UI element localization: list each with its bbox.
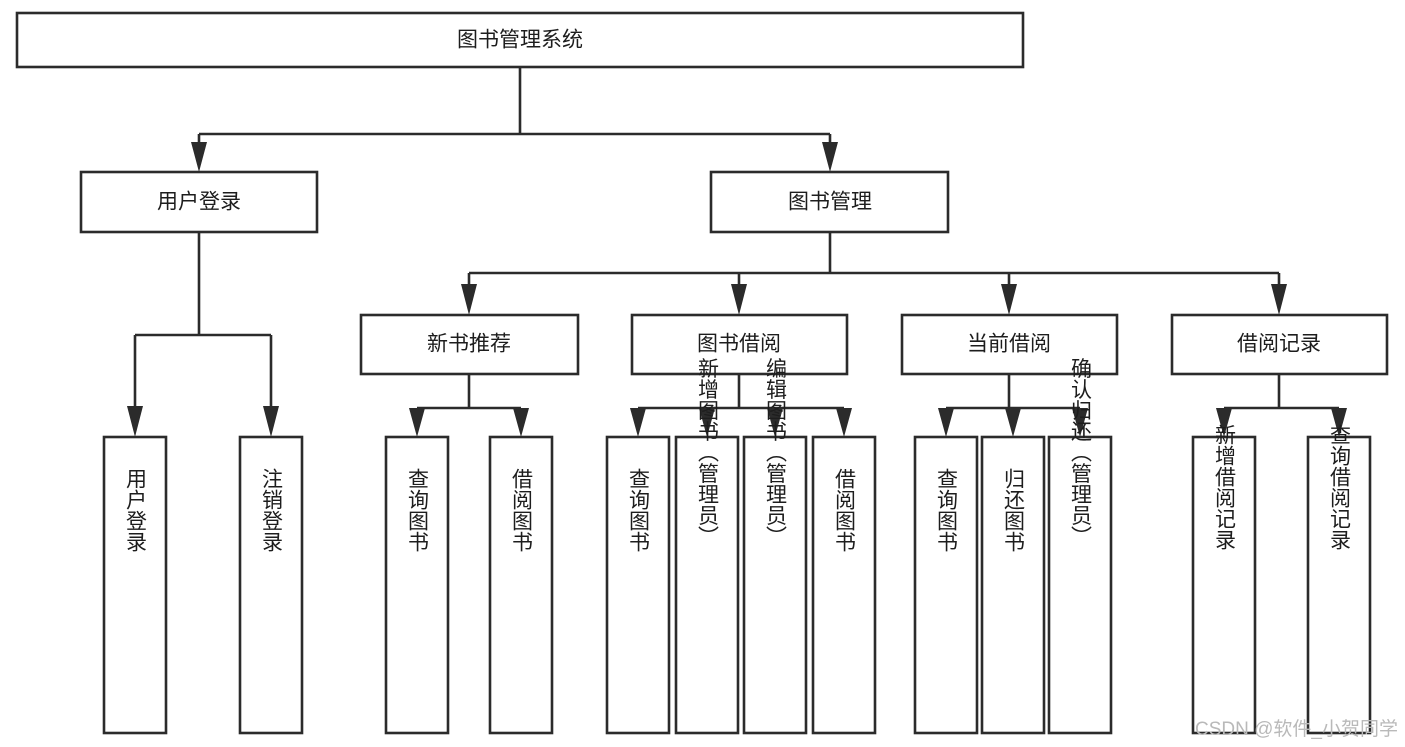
node-leaf-query-book-1-box[interactable] xyxy=(384,435,450,735)
node-leaf-edit-book-box[interactable] xyxy=(742,435,808,735)
node-new-book-recommend-box[interactable] xyxy=(359,313,580,376)
node-leaf-query-book-2[interactable]: 查询图书 xyxy=(605,435,671,735)
arrowhead-user-login xyxy=(191,142,207,172)
node-leaf-add-record[interactable]: 新增借阅记录 xyxy=(1191,424,1257,735)
node-book-borrow-box[interactable] xyxy=(630,313,849,376)
node-leaf-query-book-1[interactable]: 查询图书 xyxy=(384,435,450,735)
arrowhead-leaf-confirm-return xyxy=(1072,408,1088,437)
node-leaf-borrow-book-1-box[interactable] xyxy=(488,435,554,735)
arrowhead-leaf-edit-book xyxy=(767,408,783,437)
node-leaf-user-login[interactable]: 用户登录 xyxy=(102,435,168,735)
arrowhead-book-borrow xyxy=(731,284,747,315)
node-leaf-add-book[interactable]: 新增图书（管理员） xyxy=(674,358,740,735)
node-leaf-query-book-3-label: 查询图书 xyxy=(935,468,959,552)
node-borrow-record[interactable]: 借阅记录 xyxy=(1170,313,1389,376)
node-book-manage[interactable]: 图书管理 xyxy=(709,170,950,234)
node-new-book-recommend-label: 新书推荐 xyxy=(427,333,511,356)
node-leaf-borrow-book-1[interactable]: 借阅图书 xyxy=(488,435,554,735)
node-user-login-label: 用户登录 xyxy=(157,191,241,214)
node-current-borrow-label: 当前借阅 xyxy=(967,333,1051,356)
node-root[interactable]: 图书管理系统 xyxy=(15,11,1025,69)
node-current-borrow[interactable]: 当前借阅 xyxy=(900,313,1119,376)
arrowhead-leaf-user-logout xyxy=(263,406,279,437)
arrowhead-leaf-borrow-book-1 xyxy=(513,408,529,437)
watermark: CSDN @软件_小贺同学 xyxy=(1195,718,1398,740)
node-user-login-box[interactable] xyxy=(79,170,319,234)
node-leaf-query-record-box[interactable] xyxy=(1306,435,1372,735)
node-leaf-add-book-label: 新增图书（管理员） xyxy=(696,358,720,547)
node-leaf-query-book-3[interactable]: 查询图书 xyxy=(913,435,979,735)
node-leaf-return-book-label: 归还图书 xyxy=(1002,468,1026,552)
node-leaf-user-logout[interactable]: 注销登录 xyxy=(238,435,304,735)
arrowhead-current-borrow xyxy=(1001,284,1017,315)
node-leaf-edit-book-label: 编辑图书（管理员） xyxy=(764,358,788,547)
arrowhead-book-manage xyxy=(822,142,838,172)
arrowhead-new-book-recommend xyxy=(461,284,477,315)
node-leaf-add-book-box[interactable] xyxy=(674,435,740,735)
arrowhead-leaf-borrow-book-2 xyxy=(836,408,852,437)
node-leaf-query-record[interactable]: 查询借阅记录 xyxy=(1306,424,1372,735)
arrowhead-leaf-query-record xyxy=(1331,408,1347,437)
arrowhead-leaf-add-book xyxy=(699,408,715,437)
node-leaf-borrow-book-2-label: 借阅图书 xyxy=(833,468,857,552)
node-leaf-add-record-box[interactable] xyxy=(1191,435,1257,735)
arrowhead-leaf-return-book xyxy=(1005,408,1021,437)
node-borrow-record-box[interactable] xyxy=(1170,313,1389,376)
node-leaf-query-book-1-label: 查询图书 xyxy=(406,468,430,552)
node-leaf-add-record-label: 新增借阅记录 xyxy=(1213,424,1237,550)
node-leaf-confirm-return-label: 确认归还（管理员） xyxy=(1069,358,1093,547)
arrowhead-leaf-query-book-1 xyxy=(409,408,425,437)
arrowhead-leaf-query-book-2 xyxy=(630,408,646,437)
node-leaf-borrow-book-2[interactable]: 借阅图书 xyxy=(811,435,877,735)
node-leaf-query-book-3-box[interactable] xyxy=(913,435,979,735)
node-root-label: 图书管理系统 xyxy=(457,29,583,52)
node-leaf-return-book[interactable]: 归还图书 xyxy=(980,435,1046,735)
node-leaf-confirm-return[interactable]: 确认归还（管理员） xyxy=(1047,358,1113,735)
node-book-borrow[interactable]: 图书借阅 xyxy=(630,313,849,376)
arrowhead-leaf-query-book-3 xyxy=(938,408,954,437)
node-leaf-confirm-return-box[interactable] xyxy=(1047,435,1113,735)
node-leaf-edit-book[interactable]: 编辑图书（管理员） xyxy=(742,358,808,735)
node-book-manage-box[interactable] xyxy=(709,170,950,234)
node-leaf-borrow-book-1-label: 借阅图书 xyxy=(510,468,534,552)
node-leaf-query-book-2-label: 查询图书 xyxy=(627,468,651,552)
node-user-login[interactable]: 用户登录 xyxy=(79,170,319,234)
node-book-borrow-label: 图书借阅 xyxy=(697,333,781,356)
node-root-box[interactable] xyxy=(15,11,1025,69)
arrowhead-leaf-user-login xyxy=(127,406,143,437)
connector-layer xyxy=(127,67,1347,437)
node-leaf-user-logout-label: 注销登录 xyxy=(260,468,284,552)
node-borrow-record-label: 借阅记录 xyxy=(1237,333,1321,356)
node-leaf-user-login-box[interactable] xyxy=(102,435,168,735)
node-leaf-return-book-box[interactable] xyxy=(980,435,1046,735)
node-leaf-borrow-book-2-box[interactable] xyxy=(811,435,877,735)
node-leaf-query-record-label: 查询借阅记录 xyxy=(1328,424,1352,550)
node-new-book-recommend[interactable]: 新书推荐 xyxy=(359,313,580,376)
node-leaf-query-book-2-box[interactable] xyxy=(605,435,671,735)
node-current-borrow-box[interactable] xyxy=(900,313,1119,376)
node-leaf-user-logout-box[interactable] xyxy=(238,435,304,735)
node-leaf-user-login-label: 用户登录 xyxy=(124,468,148,552)
arrowhead-leaf-add-record xyxy=(1216,408,1232,437)
node-book-manage-label: 图书管理 xyxy=(788,191,872,214)
arrowhead-borrow-record xyxy=(1271,284,1287,315)
